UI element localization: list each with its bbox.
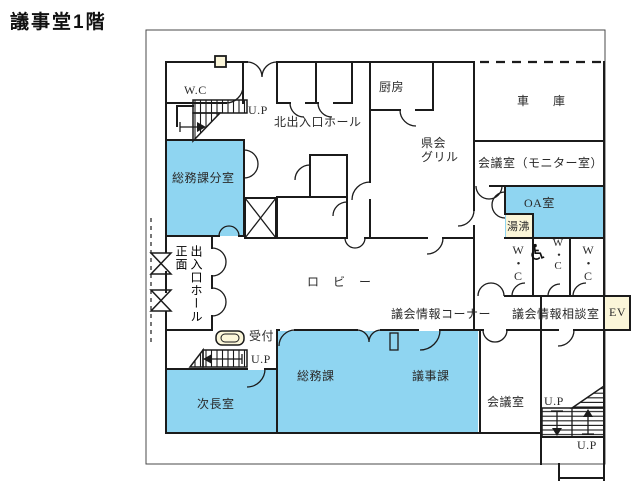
shaft-x-box — [244, 197, 277, 239]
stairs-bottom-right — [541, 407, 605, 438]
double-door-symbol — [149, 289, 173, 312]
room-label-grill-line2: グリル — [421, 150, 459, 164]
room-label-kitchen: 厨房 — [379, 80, 405, 94]
room-label-yuwakashi: 湯沸 — [507, 221, 530, 233]
entrance-label-col1: 正面 — [174, 245, 188, 271]
up-arrow — [212, 354, 243, 364]
pillar-marker — [214, 55, 227, 68]
room-label-lobby: ロビー — [307, 275, 386, 289]
stairs-label-up-br-lower: U.P — [577, 438, 597, 452]
room-label-ev: EV — [609, 305, 626, 319]
up-arrow — [179, 122, 197, 132]
up-arrow — [582, 417, 594, 435]
door-leaf — [389, 332, 399, 351]
room-label-main-entrance-hall: 正面 出入口ホール — [173, 245, 203, 337]
label-reception: 受付 — [249, 329, 275, 343]
wheelchair-icon: ♿ — [528, 241, 548, 266]
room-label-wc-top: W.C — [184, 83, 207, 97]
room-label-garage: 車 庫 — [517, 94, 572, 108]
room-label-wc-center: W・C — [552, 237, 564, 272]
down-arrow — [551, 410, 563, 428]
room-label-grill-line1: 県会 — [421, 136, 447, 150]
room-label-soumu: 総務課 — [297, 369, 335, 383]
room-label-wc-right: W・C — [581, 243, 595, 283]
room-label-north-hall: 北出入口ホール — [274, 115, 362, 129]
room-label-deputy: 次長室 — [197, 397, 235, 411]
room-label-soumu-branch: 総務課分室 — [172, 171, 235, 185]
stairs-label-up-top-left: U.P — [248, 103, 268, 117]
label-info-corner: 議会情報コーナー — [391, 307, 492, 321]
entrance-label-col2: 出入口ホール — [189, 245, 203, 323]
room-label-wc-left: W・C — [511, 243, 525, 283]
stairs-label-up-br-upper: U.P — [544, 394, 564, 408]
room-label-oa: OA室 — [524, 196, 555, 210]
room-label-meeting-b: 会議室 — [487, 395, 525, 409]
page-title: 議事堂1階 — [10, 12, 107, 33]
reception-counter — [215, 330, 245, 346]
room-fill-soumu-branch — [167, 141, 244, 236]
room-fill-offices — [278, 331, 478, 433]
room-label-giji: 議事課 — [412, 369, 450, 383]
elevator-box — [603, 295, 631, 331]
stairs-top-left — [192, 99, 248, 114]
stairs-label-up-reception: U.P — [251, 352, 271, 366]
room-fill-deputy — [167, 370, 277, 433]
room-label-monitor: 会議室（モニター室） — [478, 156, 604, 170]
double-door-symbol — [149, 252, 173, 275]
label-info-consult: 議会情報相談室 — [512, 307, 600, 321]
